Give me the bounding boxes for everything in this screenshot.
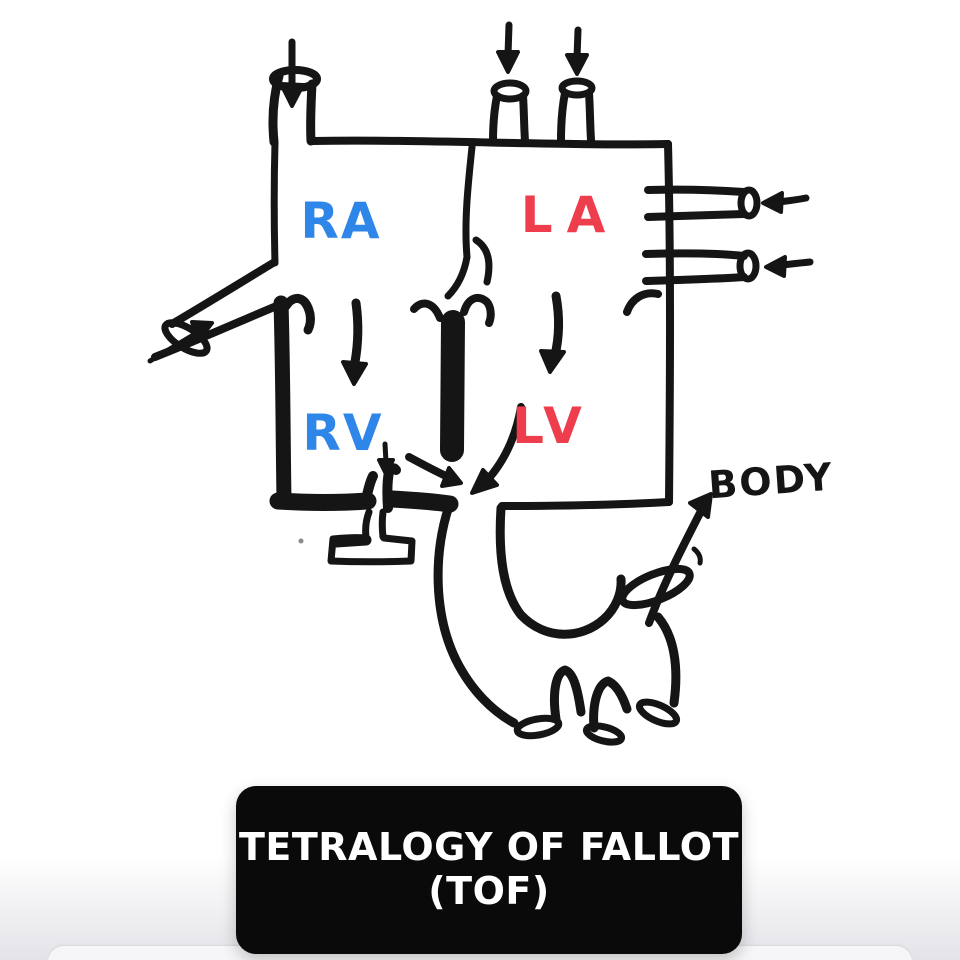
la-to-lv-arrow <box>539 291 566 374</box>
ivc-inflow-arrow <box>147 320 214 364</box>
label-left-ventricle: LV <box>512 397 588 455</box>
pulmonary-vein-stubs-top <box>489 77 596 145</box>
title-line-2: (TOF) <box>428 869 550 913</box>
aorta <box>433 501 681 746</box>
ink-speck <box>298 538 304 544</box>
label-right-atrium: RA <box>300 192 381 250</box>
pulmonary-stenosis-channel <box>327 463 416 566</box>
right-pv-inflow-arrow-2 <box>764 255 814 278</box>
rv-hypertrophied-wall <box>269 294 459 513</box>
rv-to-aorta-arrow <box>405 453 463 488</box>
svc-inflow-arrow <box>279 38 305 108</box>
mitral-valve-hook <box>623 289 662 316</box>
title-line-1: TETRALOGY OF FALLOT <box>238 825 740 870</box>
label-left-atrium: LA <box>521 186 620 244</box>
pulmonary-flow-arrow <box>377 441 395 476</box>
label-body: BODY <box>707 455 835 508</box>
pv-top-inflow-arrow-2 <box>565 26 589 76</box>
aorta-to-body-arrow <box>645 492 713 627</box>
label-right-ventricle: RV <box>302 404 383 462</box>
pv-top-inflow-arrow-1 <box>496 21 520 74</box>
lv-to-aorta-arrow <box>470 403 525 495</box>
right-pv-inflow-arrow-1 <box>761 191 810 214</box>
right-pulmonary-veins <box>642 185 761 285</box>
ra-to-rv-arrow <box>341 298 368 386</box>
title-card: TETRALOGY OF FALLOT (TOF) <box>236 786 742 954</box>
atrial-septum <box>444 143 493 300</box>
ventricular-septum <box>410 293 495 462</box>
